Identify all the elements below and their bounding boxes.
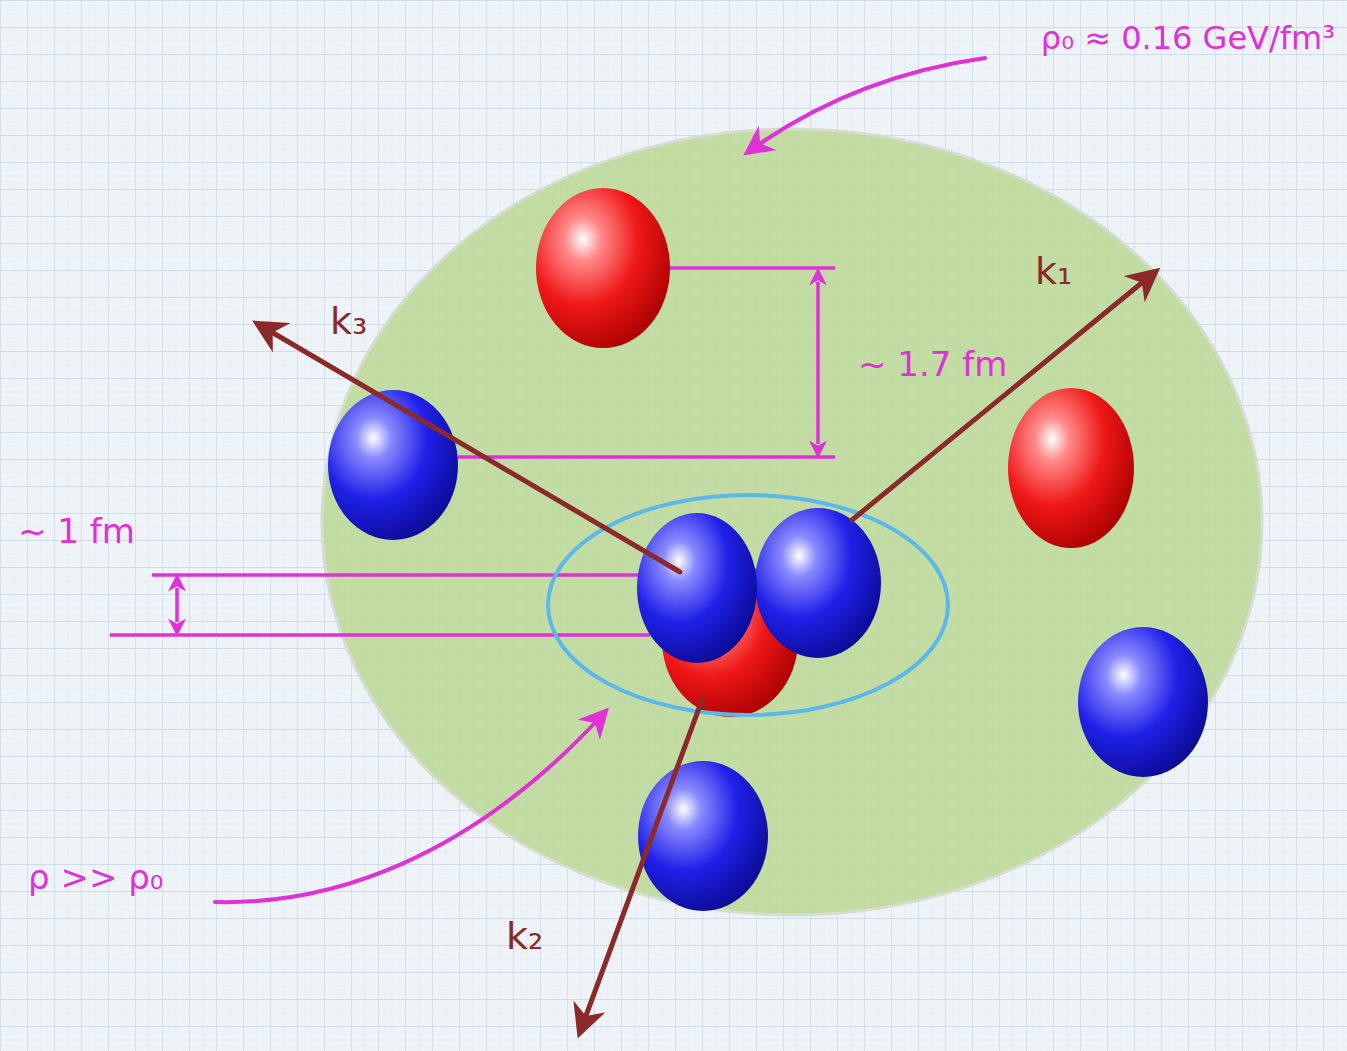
density-label: ρ >> ρ₀: [28, 858, 163, 897]
momentum-arrows: [258, 272, 1155, 1032]
momentum-label: k₁: [1035, 250, 1072, 294]
neutron: [637, 513, 757, 663]
dimension-label: ~ 1.7 fm: [858, 345, 1007, 384]
neutron: [638, 761, 768, 911]
neutron: [328, 390, 458, 540]
neutron: [1078, 627, 1208, 777]
neutron: [755, 508, 881, 658]
momentum-label: k₂: [506, 915, 543, 959]
nucleus: [322, 129, 1262, 915]
dimension-label: ~ 1 fm: [18, 512, 135, 551]
pointer-arrows: [215, 58, 985, 902]
density-label: ρ₀ ≈ 0.16 GeV/fm³: [1041, 20, 1335, 57]
proton: [1008, 388, 1134, 548]
proton: [536, 188, 670, 348]
momentum-label: k₃: [330, 300, 367, 344]
